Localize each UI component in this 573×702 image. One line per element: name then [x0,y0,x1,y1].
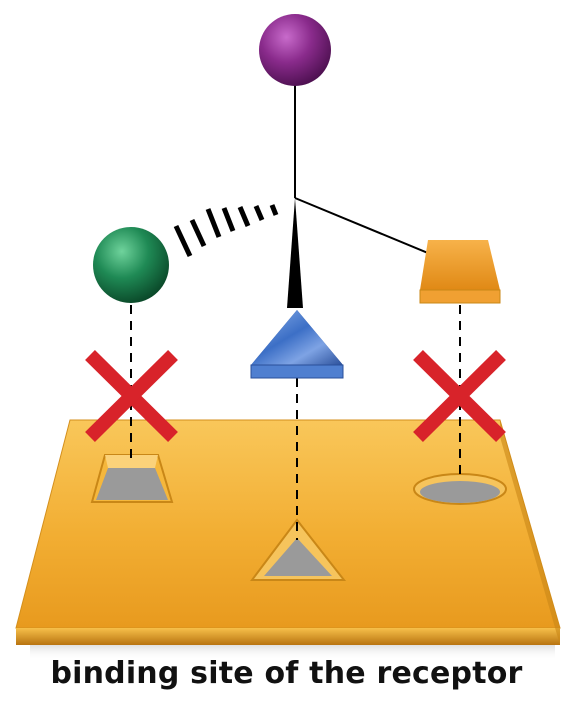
blue-triangular-prism [251,310,343,378]
wedge-bond-to-blue [287,198,303,308]
trapezoid-pocket [92,455,172,502]
hashed-bond-to-green [176,205,276,256]
bonds [176,83,440,308]
bond-to-orange [295,198,440,258]
green-sphere [93,227,169,303]
purple-sphere [259,14,331,86]
receptor-caption: binding site of the receptor [0,650,573,698]
oval-pocket [414,474,506,504]
orange-trapezoid-block [420,240,500,303]
